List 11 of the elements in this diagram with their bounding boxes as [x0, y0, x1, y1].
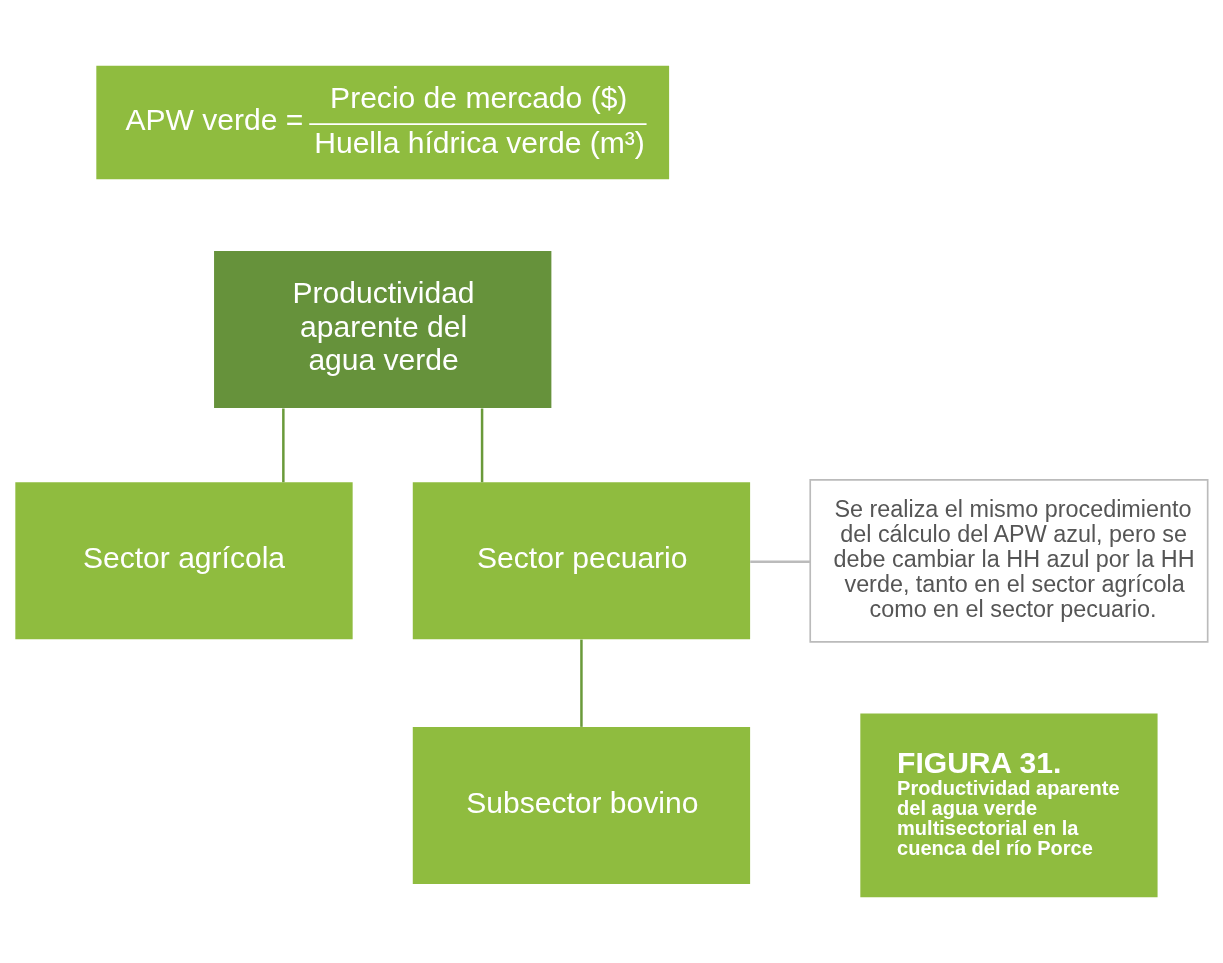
connector [750, 560, 811, 563]
node-box: Se realiza el mismo procedimiento del cálculo del APW azul, pero se debe cambiar la HH azul por la HH verde, tanto en el sector agrícola como en el sector pecuario. [809, 479, 1209, 643]
node-box: FIGURA 31. Productividad aparente del agua verde multisectorial en la cuenca del río Porce [860, 713, 1158, 898]
connector [480, 408, 484, 483]
node-box: Sector pecuario [412, 482, 751, 640]
connector [580, 639, 583, 727]
node-box: Subsector bovino [412, 727, 751, 884]
node-box: Productividad aparente del agua verde [214, 251, 552, 408]
node-box: APW verde = Precio de mercado ($) Huella hídrica verde (m³) [96, 65, 670, 180]
node-box: Sector agrícola [15, 482, 353, 640]
connector [282, 408, 285, 483]
